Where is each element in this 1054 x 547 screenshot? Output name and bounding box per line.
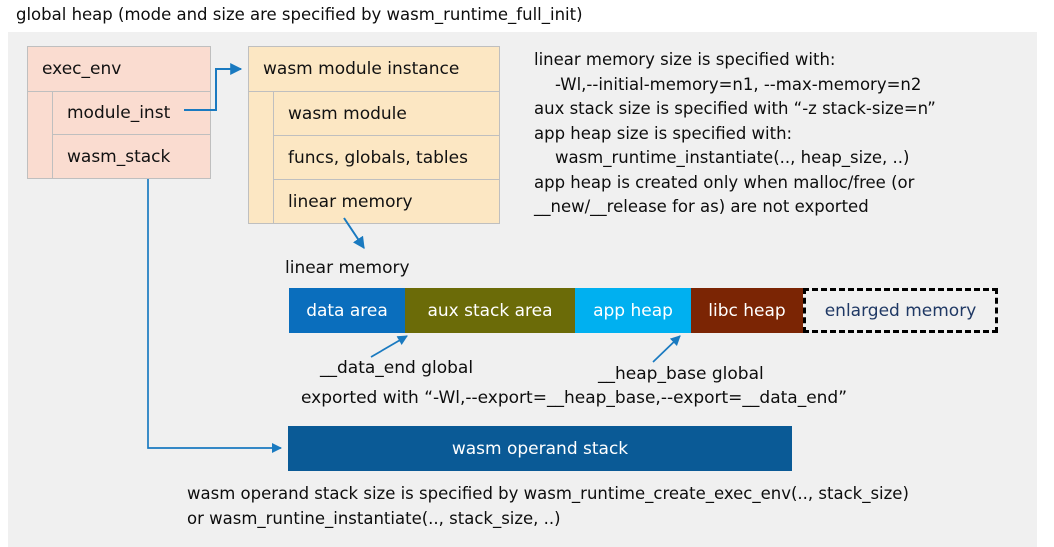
exec-env-group: exec_env module_inst wasm_stack bbox=[27, 46, 211, 179]
wasm-module-instance-group: wasm module instance wasm module funcs, … bbox=[248, 46, 500, 224]
field-linear-memory-label: linear memory bbox=[288, 191, 413, 212]
field-wasm-module: wasm module bbox=[273, 91, 500, 136]
linear-memory-notes: linear memory size is specified with: -W… bbox=[534, 50, 936, 216]
field-wasm-stack-label: wasm_stack bbox=[67, 146, 171, 167]
wasm-module-instance-gutter bbox=[248, 91, 274, 224]
memory-segment-aux-stack-area: aux stack area bbox=[405, 288, 575, 333]
memory-segment-app-heap: app heap bbox=[575, 288, 691, 333]
memory-segment-libc-heap: libc heap bbox=[691, 288, 803, 333]
operand-stack-notes: wasm operand stack size is specified by … bbox=[187, 484, 909, 528]
linear-memory-bar: data area aux stack area app heap libc h… bbox=[289, 288, 998, 333]
memory-segment-enlarged-memory: enlarged memory bbox=[803, 288, 998, 333]
linear-memory-caption: linear memory bbox=[285, 258, 410, 278]
field-wasm-module-label: wasm module bbox=[288, 103, 407, 124]
annotation-data-end: __data_end global bbox=[320, 358, 474, 378]
wasm-module-instance-header: wasm module instance bbox=[248, 46, 500, 92]
field-funcs-globals-tables: funcs, globals, tables bbox=[273, 135, 500, 180]
field-module-inst-label: module_inst bbox=[67, 103, 171, 123]
wasm-operand-stack-box: wasm operand stack bbox=[288, 426, 792, 471]
field-wasm-stack: wasm_stack bbox=[52, 134, 211, 179]
exec-env-gutter bbox=[27, 91, 53, 179]
memory-segment-data-area: data area bbox=[289, 288, 405, 333]
field-linear-memory: linear memory bbox=[273, 179, 500, 224]
page-title: global heap (mode and size are specified… bbox=[16, 5, 583, 24]
wasm-module-instance-label: wasm module instance bbox=[263, 59, 460, 79]
field-funcs-globals-tables-label: funcs, globals, tables bbox=[288, 147, 468, 168]
exec-env-label: exec_env bbox=[42, 59, 122, 79]
annotation-exported-with: exported with “-Wl,--export=__heap_base,… bbox=[301, 388, 848, 408]
exec-env-header: exec_env bbox=[27, 46, 211, 92]
annotation-heap-base: __heap_base global bbox=[598, 364, 764, 384]
field-module-inst: module_inst bbox=[52, 91, 211, 135]
